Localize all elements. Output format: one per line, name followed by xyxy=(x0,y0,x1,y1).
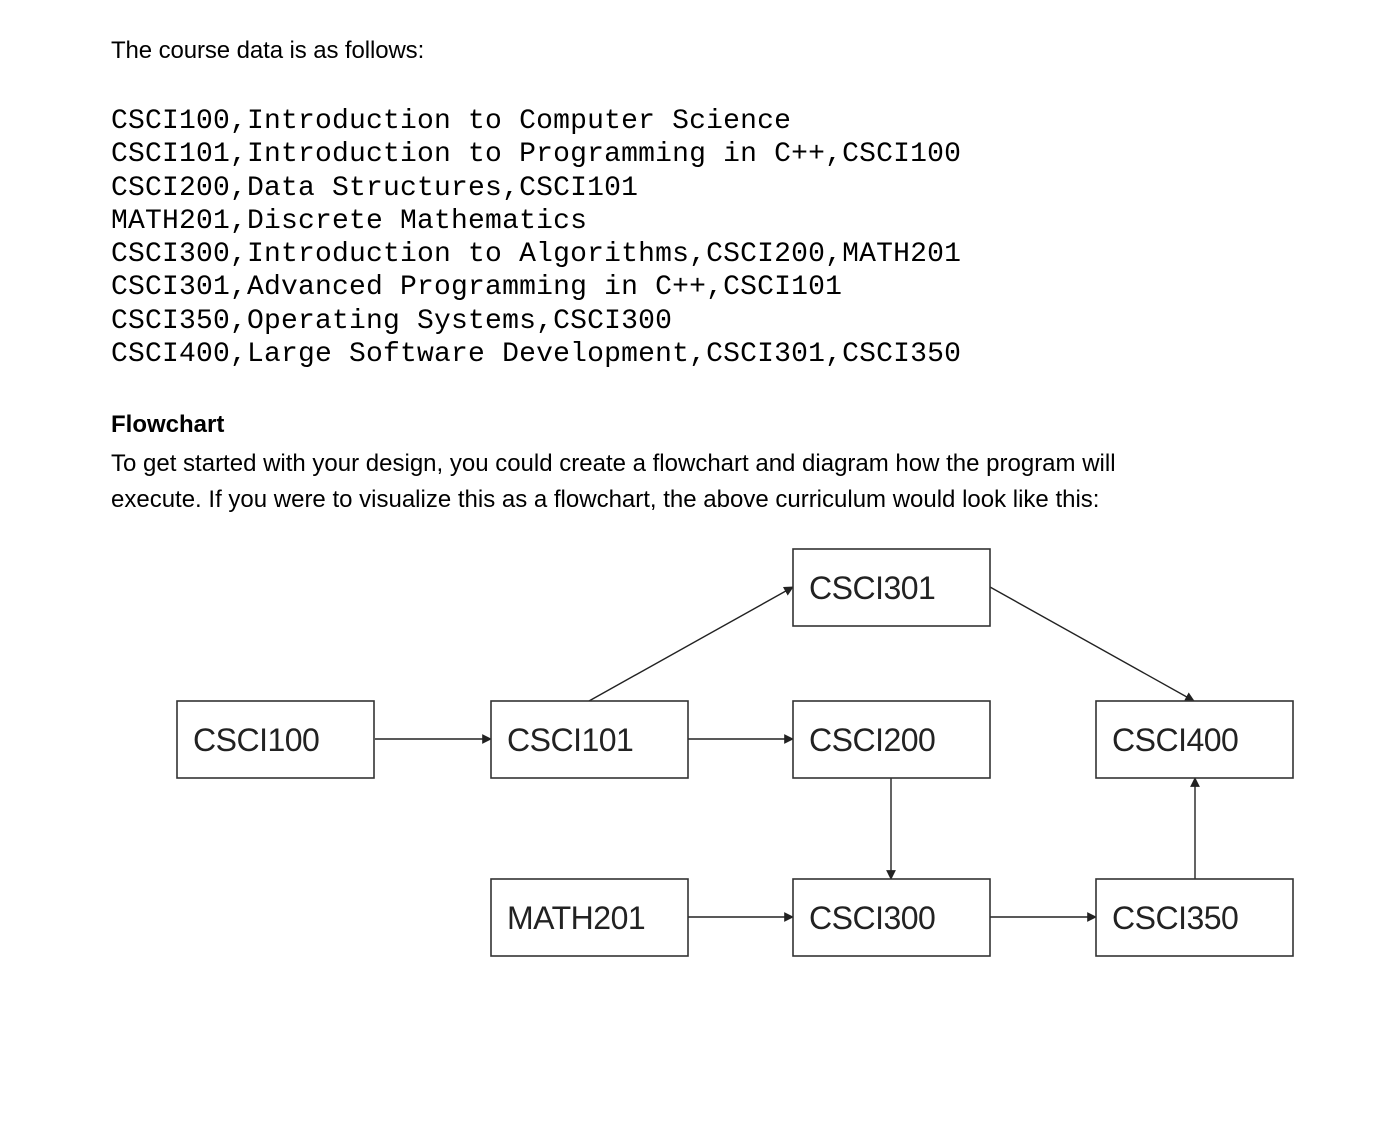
node-box xyxy=(490,878,689,957)
node-label: CSCI300 xyxy=(809,900,935,936)
flowchart-heading: Flowchart xyxy=(111,411,225,438)
node-csci301: CSCI301 xyxy=(792,548,991,627)
course-data-line: CSCI100,Introduction to Computer Science xyxy=(111,106,792,137)
node-csci200: CSCI200 xyxy=(792,700,991,779)
node-label: CSCI100 xyxy=(193,722,319,758)
course-data-line: CSCI350,Operating Systems,CSCI300 xyxy=(111,305,673,337)
flowchart-description-line: execute. If you were to visualize this a… xyxy=(111,486,1100,513)
flowchart-description: To get started with your design, you cou… xyxy=(111,446,1281,518)
course-data-line: CSCI200,Data Structures,CSCI101 xyxy=(111,172,639,204)
course-data-line: MATH201,Discrete Mathematics xyxy=(111,205,588,237)
node-label: CSCI200 xyxy=(809,722,935,758)
node-label: MATH201 xyxy=(507,900,645,936)
course-data-line: CSCI101,Introduction to Programming in C… xyxy=(111,139,962,171)
node-label: CSCI101 xyxy=(507,722,633,758)
arrow-csci101-to-csci301 xyxy=(588,586,794,702)
node-box xyxy=(792,878,991,957)
node-label: CSCI350 xyxy=(1112,900,1238,936)
intro-text: The course data is as follows: xyxy=(111,37,425,64)
arrow-csci301-to-csci400 xyxy=(989,586,1195,702)
node-csci100: CSCI100 xyxy=(176,700,375,779)
node-csci350: CSCI350 xyxy=(1095,878,1294,957)
course-data-block: CSCI100,Introduction to Computer Science… xyxy=(111,105,961,371)
flowchart-description-line: To get started with your design, you cou… xyxy=(111,450,1116,477)
node-label: CSCI301 xyxy=(809,570,935,606)
node-math201: MATH201 xyxy=(490,878,689,957)
node-box xyxy=(1095,878,1294,957)
course-data-line: CSCI400,Large Software Development,CSCI3… xyxy=(111,339,962,371)
node-csci400: CSCI400 xyxy=(1095,700,1294,779)
node-csci101: CSCI101 xyxy=(490,700,689,779)
node-box xyxy=(490,700,689,779)
course-data-line: CSCI301,Advanced Programming in C++,CSCI… xyxy=(111,272,843,304)
node-label: CSCI400 xyxy=(1112,722,1238,758)
node-box xyxy=(792,700,991,779)
node-box xyxy=(1095,700,1294,779)
node-csci300: CSCI300 xyxy=(792,878,991,957)
course-data-line: CSCI300,Introduction to Algorithms,CSCI2… xyxy=(111,239,962,271)
node-box xyxy=(792,548,991,627)
node-box xyxy=(176,700,375,779)
